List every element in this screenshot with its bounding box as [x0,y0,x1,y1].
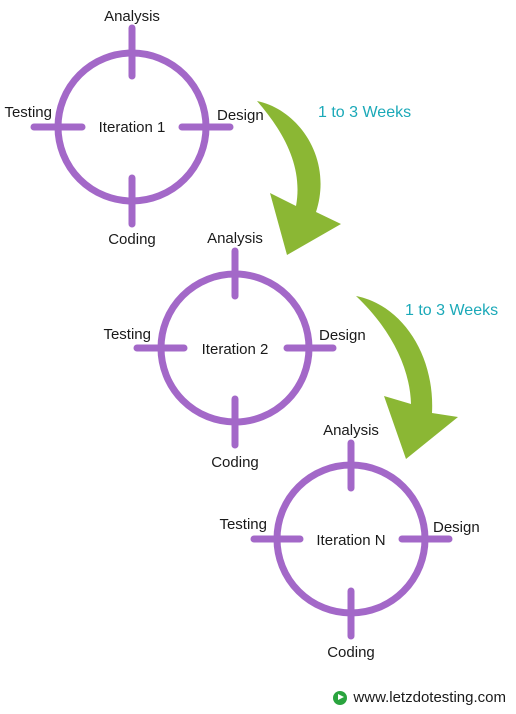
iteration-cycle-2: Iteration 2 Analysis Design Coding Testi… [103,230,365,471]
duration-label: 1 to 3 Weeks [318,104,411,121]
phase-design-label: Design [319,327,366,344]
play-circle-icon [333,690,348,705]
phase-testing-label: Testing [219,516,267,533]
footer-website-link[interactable]: www.letzdotesting.com [353,689,506,706]
iteration-title: Iteration 1 [99,119,166,136]
phase-design-label: Design [217,107,264,124]
iteration-title: Iteration N [316,532,385,549]
phase-analysis-label: Analysis [104,8,160,25]
curved-arrow-icon [356,296,458,459]
phase-coding-label: Coding [211,454,259,471]
transition-arrow-1: 1 to 3 Weeks [257,101,411,255]
phase-coding-label: Coding [327,644,375,661]
iteration-cycle-1: Iteration 1 Analysis Design Coding Testi… [4,8,263,248]
transition-arrow-2: 1 to 3 Weeks [356,296,498,459]
curved-arrow-icon [257,101,341,255]
phase-design-label: Design [433,519,480,536]
phase-coding-label: Coding [108,231,156,248]
phase-testing-label: Testing [4,104,52,121]
iteration-title: Iteration 2 [202,341,269,358]
iteration-cycle-n: Iteration N Analysis Design Coding Testi… [219,422,479,661]
phase-analysis-label: Analysis [323,422,379,439]
duration-label: 1 to 3 Weeks [405,302,498,319]
phase-analysis-label: Analysis [207,230,263,247]
phase-testing-label: Testing [103,326,151,343]
footer-credit: www.letzdotesting.com [333,689,506,706]
